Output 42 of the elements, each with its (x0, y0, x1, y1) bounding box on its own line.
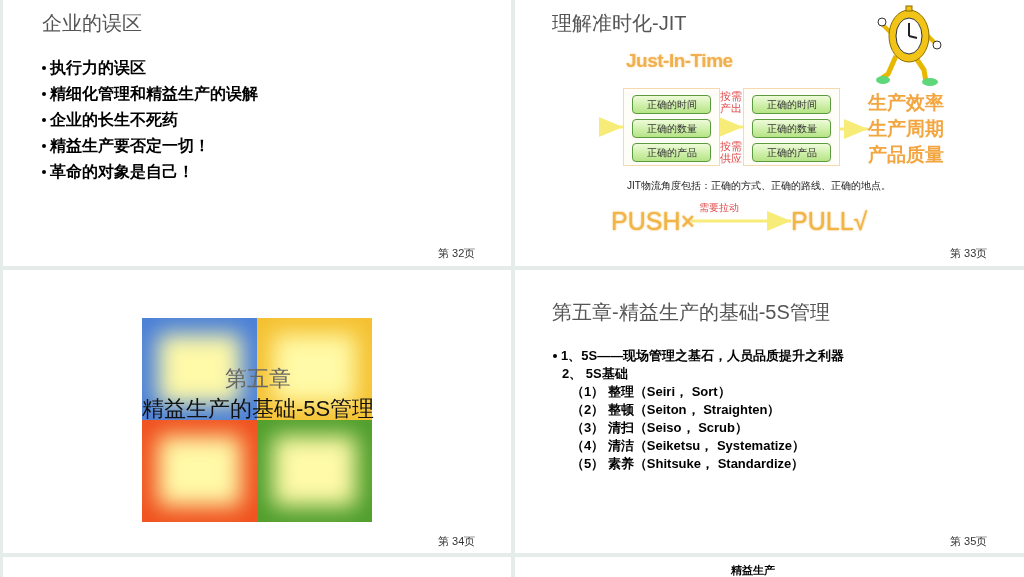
result-text: 生产效率 (868, 91, 944, 115)
list-text: （2） 整顿（Seiton， Straighten） (571, 401, 781, 419)
arrow (691, 211, 791, 231)
list-text: （5） 素养（Shitsuke， Standardize） (571, 455, 805, 473)
process-box: 正确的时间 (632, 95, 711, 114)
group-box (623, 88, 720, 166)
page-number: 第 34页 (438, 534, 476, 549)
page-number: 第 33页 (950, 246, 988, 261)
push-label: PUSH× (611, 204, 691, 238)
process-box: 正确的产品 (752, 143, 831, 162)
heading-text: Just-In-Time (626, 50, 733, 72)
process-box: 正确的数量 (752, 119, 831, 138)
edge-label: 需要拉动 (699, 201, 739, 215)
slide-title: 第五章-精益生产的基础-5S管理 (552, 300, 830, 325)
arrow-note: 按需供应 (720, 140, 743, 164)
arrow (840, 119, 868, 139)
process-box: 正确的时间 (752, 95, 831, 114)
bullet-text: 执行力的误区 (50, 58, 146, 78)
list-text: （3） 清扫（Seiso， Scrub） (571, 419, 748, 437)
list-text: （4） 清洁（Seiketsu， Systematize） (571, 437, 806, 455)
result-text: 生产周期 (868, 117, 944, 141)
pull-label: PULL√ (791, 204, 883, 238)
process-box: 正确的数量 (632, 119, 711, 138)
bullet-text: 精细化管理和精益生产的误解 (50, 84, 258, 104)
slide-title: 理解准时化-JIT (552, 11, 687, 36)
bullet-text: 精益生产要否定一切！ (50, 136, 210, 156)
group-box (743, 88, 840, 166)
page-number: 第 32页 (438, 246, 476, 261)
edge-label: 按需产出 (720, 90, 743, 114)
arrow (719, 117, 743, 137)
note-text: JIT物流角度包括：正确的方式、正确的路线、正确的地点。 (627, 179, 891, 193)
heading-text: 精益生产 (731, 563, 775, 577)
bullet-text: 革命的对象是自己！ (50, 162, 194, 182)
arrow (599, 117, 623, 137)
list-text: 1、5S——现场管理之基石，人员品质提升之利器 (561, 347, 845, 365)
bullet-text: 企业的长生不死药 (50, 110, 178, 130)
page-number: 第 35页 (950, 534, 988, 549)
process-box: 正确的产品 (632, 143, 711, 162)
slide-title: 企业的误区 (42, 11, 142, 36)
list-text: 2、 5S基础 (562, 365, 628, 383)
list-text: （1） 整理（Seiri， Sort） (571, 383, 731, 401)
result-text: 产品质量 (868, 143, 944, 167)
